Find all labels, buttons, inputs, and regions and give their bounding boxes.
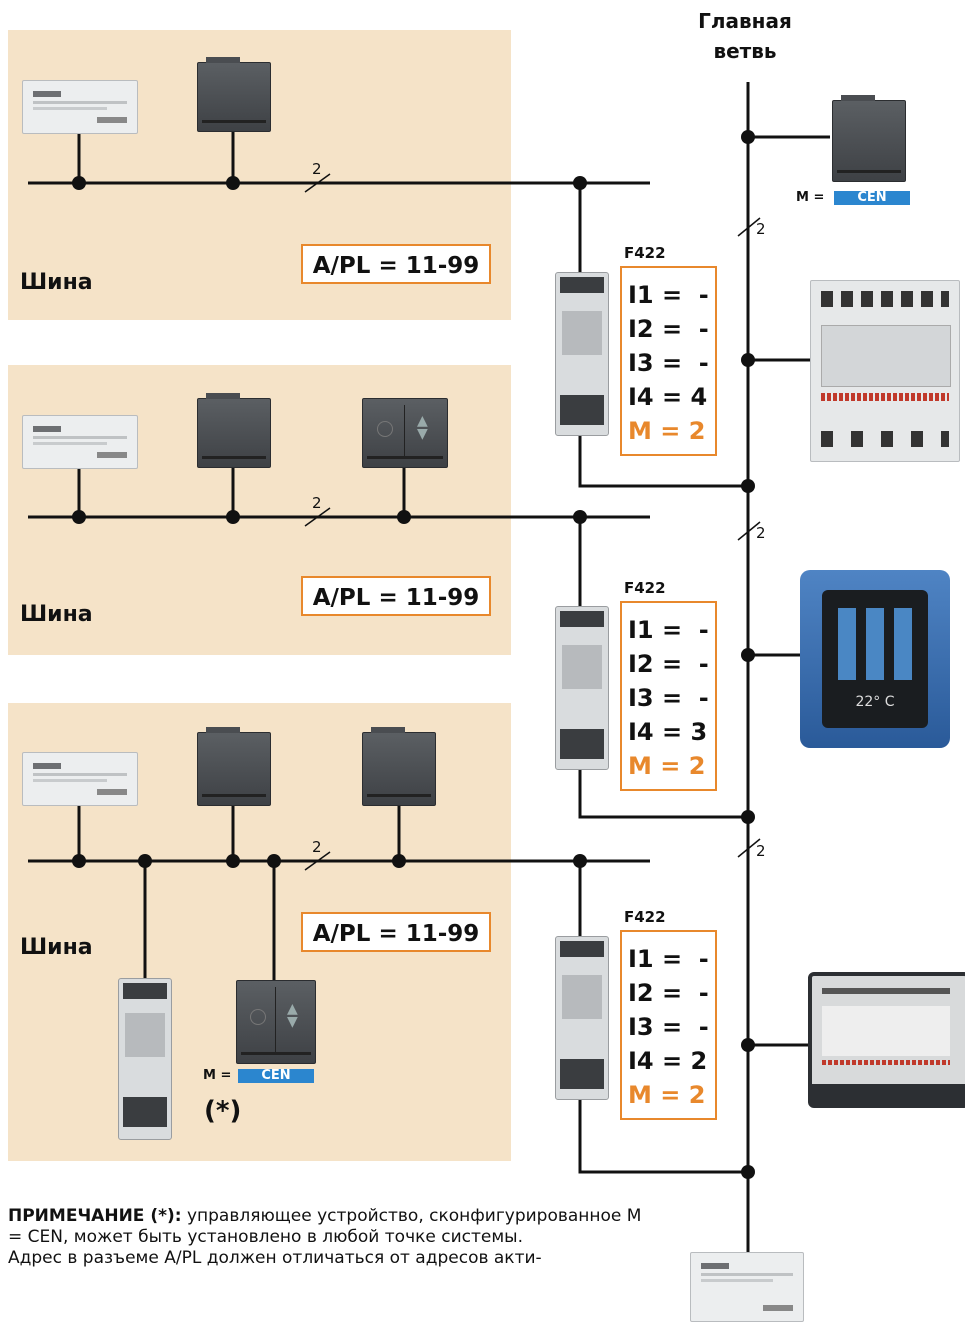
footnote-text: управляющее устройство, сконфигури­рован… bbox=[8, 1206, 642, 1247]
cfg-i4: I4 = 2 bbox=[628, 1047, 708, 1075]
main-count-2: 2 bbox=[756, 524, 766, 542]
footnote-line2: Адрес в разъеме A/PL должен отличаться о… bbox=[8, 1248, 542, 1268]
control-device-cen: ▲▼ bbox=[236, 980, 316, 1064]
main-branch-title: Главная ветвь bbox=[660, 6, 830, 66]
cfg-i2: I2 = - bbox=[628, 979, 709, 1007]
cfg-m: M = 2 bbox=[628, 752, 706, 780]
cen-tag-bus: CEN bbox=[238, 1069, 314, 1083]
f422-config-1: I1 = - I2 = - I3 = - I4 = 4 M = 2 bbox=[620, 266, 717, 456]
interface-device bbox=[118, 978, 172, 1140]
footnote-title: ПРИМЕЧАНИЕ (*): bbox=[8, 1206, 182, 1226]
cfg-i1: I1 = - bbox=[628, 281, 709, 309]
up-down-icon: ▲▼ bbox=[287, 1001, 298, 1030]
asterisk-marker: (*) bbox=[204, 1096, 242, 1126]
bus-label-3: Шина bbox=[20, 935, 93, 960]
touch-screen-thermostat: 22° C bbox=[800, 570, 950, 748]
actuator-device bbox=[197, 57, 271, 132]
power-supply-device bbox=[22, 752, 138, 806]
bus-3-count: 2 bbox=[312, 838, 322, 856]
up-down-icon: ▲▼ bbox=[417, 413, 428, 442]
cfg-i4: I4 = 3 bbox=[628, 718, 708, 746]
cen-tag-main: CEN bbox=[834, 191, 910, 205]
scenario-module-device bbox=[810, 280, 960, 462]
f422-title-2: F422 bbox=[624, 579, 666, 597]
web-server-device bbox=[808, 972, 965, 1108]
bus-label-1: Шина bbox=[20, 270, 93, 295]
actuator-device bbox=[197, 727, 271, 806]
main-actuator-device bbox=[832, 95, 906, 182]
bus-2-count: 2 bbox=[312, 494, 322, 512]
main-count-3: 2 bbox=[756, 842, 766, 860]
bus-label-2: Шина bbox=[20, 602, 93, 627]
control-device: ▲▼ bbox=[362, 398, 448, 468]
cfg-m: M = 2 bbox=[628, 417, 706, 445]
cfg-i2: I2 = - bbox=[628, 650, 709, 678]
cfg-m: M = 2 bbox=[628, 1081, 706, 1109]
cfg-i1: I1 = - bbox=[628, 945, 709, 973]
light-icon bbox=[377, 421, 393, 437]
f422-config-3: I1 = - I2 = - I3 = - I4 = 2 M = 2 bbox=[620, 930, 717, 1120]
f422-config-2: I1 = - I2 = - I3 = - I4 = 3 M = 2 bbox=[620, 601, 717, 791]
light-icon bbox=[250, 1009, 266, 1025]
cfg-i3: I3 = - bbox=[628, 684, 709, 712]
m-cen-label-main: M = bbox=[796, 190, 825, 205]
power-supply-device bbox=[22, 80, 138, 134]
bottom-power-supply-device bbox=[690, 1252, 804, 1322]
m-cen-label-bus: M = bbox=[203, 1068, 232, 1083]
cfg-i2: I2 = - bbox=[628, 315, 709, 343]
f422-interface-2 bbox=[555, 606, 609, 770]
f422-title-3: F422 bbox=[624, 908, 666, 926]
cfg-i3: I3 = - bbox=[628, 1013, 709, 1041]
bus-1-count: 2 bbox=[312, 160, 322, 178]
main-branch-title-line2: ветвь bbox=[713, 39, 777, 63]
apl-box-3: A/PL = 11-99 bbox=[301, 912, 491, 952]
apl-box-2: A/PL = 11-99 bbox=[301, 576, 491, 616]
f422-interface-1 bbox=[555, 272, 609, 436]
thermostat-temperature: 22° C bbox=[855, 694, 895, 710]
f422-title-1: F422 bbox=[624, 244, 666, 262]
actuator-device bbox=[362, 727, 436, 806]
apl-box-1: A/PL = 11-99 bbox=[301, 244, 491, 284]
power-supply-device bbox=[22, 415, 138, 469]
footnote: ПРИМЕЧАНИЕ (*): управляющее устройство, … bbox=[8, 1206, 658, 1269]
actuator-device bbox=[197, 393, 271, 468]
f422-interface-3 bbox=[555, 936, 609, 1100]
cfg-i1: I1 = - bbox=[628, 616, 709, 644]
cfg-i4: I4 = 4 bbox=[628, 383, 708, 411]
cfg-i3: I3 = - bbox=[628, 349, 709, 377]
main-branch-title-line1: Главная bbox=[698, 9, 792, 33]
main-count-1: 2 bbox=[756, 220, 766, 238]
